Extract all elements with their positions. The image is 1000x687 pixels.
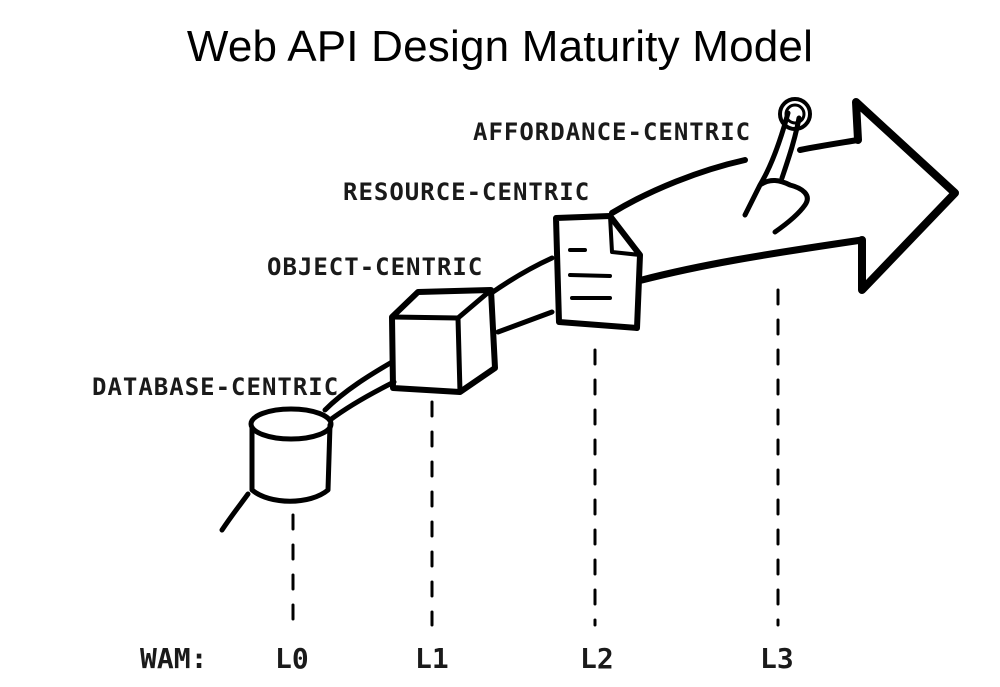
stage-label-affordance: AFFORDANCE-CENTRIC [473, 118, 751, 146]
level-label-l2: L2 [580, 642, 614, 675]
level-label-l0: L0 [275, 642, 309, 675]
axis-label: WAM: [140, 642, 207, 675]
stage-label-resource: RESOURCE-CENTRIC [343, 178, 590, 206]
cube-icon [389, 287, 498, 395]
database-icon [248, 406, 334, 504]
diagram-title: Web API Design Maturity Model [186, 22, 814, 71]
level-label-l1: L1 [415, 642, 449, 675]
level-label-l3: L3 [760, 642, 794, 675]
document-icon [553, 213, 643, 331]
stage-label-database: DATABASE-CENTRIC [92, 373, 339, 401]
stage-label-object: OBJECT-CENTRIC [267, 253, 483, 281]
pointing-hand-icon [742, 97, 812, 235]
progression-arrow [219, 98, 959, 533]
